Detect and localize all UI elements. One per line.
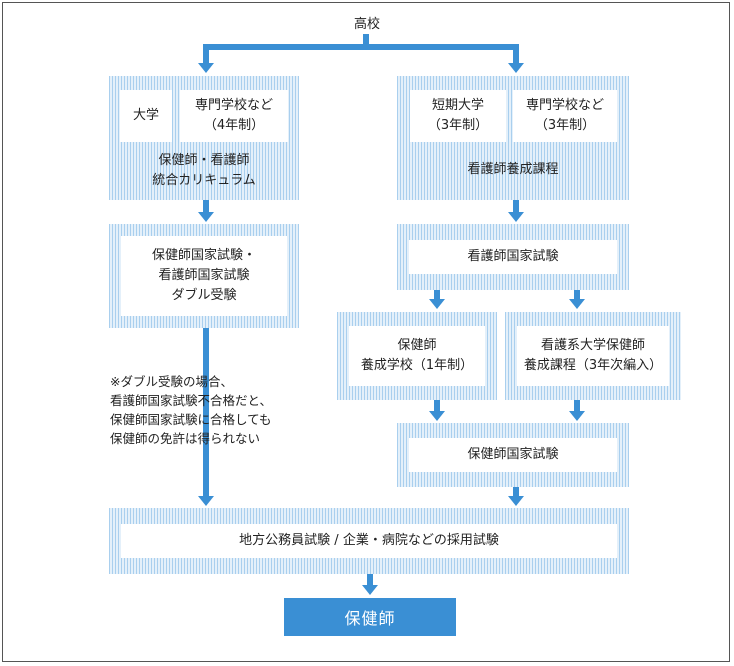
connector-to-result [367,574,373,586]
node-nurse-exam: 看護師国家試験 [409,240,617,274]
label-integrated-curriculum: 保健師・看護師 統合カリキュラム [152,153,256,188]
node-phn-univ: 看護系大学保健師 養成課程（3年次編入） [517,326,669,386]
connector-top-right-down [513,44,519,64]
label-nursing-course: 看護師養成課程 [467,162,559,177]
node-phn-exam: 保健師国家試験 [409,438,617,472]
arrow-to-phn-school [429,299,445,309]
connector-right-2 [513,200,519,212]
node-vocational-4yr: 専門学校など （4年制） [180,90,288,142]
arrow-to-nurse-exam [508,212,524,222]
node-university: 大学 [120,90,172,142]
node-employment-exam: 地方公務員試験 / 企業・病院などの採用試験 [121,524,617,558]
node-double-exam: 保健師国家試験・ 看護師国家試験 ダブル受験 [121,236,287,316]
arrow-to-left-block [198,63,214,73]
node-phn-school: 保健師 養成学校（1年制） [349,326,485,386]
connector-right-to-employment [513,487,519,497]
connector-top-vertical [363,34,369,48]
arrow-univ-to-phn-exam [569,411,585,421]
arrow-left-to-employment [198,496,214,506]
node-high-school: 高校 [353,16,380,32]
arrow-to-right-block [508,63,524,73]
connector-univ-to-phn-exam [574,400,580,412]
connector-school-to-phn-exam [434,400,440,412]
connector-left-long [203,328,209,496]
connector-top-horizontal [203,44,519,50]
arrow-to-phn-univ [569,299,585,309]
arrow-to-double-exam [198,212,214,222]
node-junior-college: 短期大学 （3年制） [410,90,506,142]
node-result-phn: 保健師 [284,598,456,636]
node-vocational-3yr: 専門学校など （3年制） [513,90,617,142]
double-exam-note: ※ダブル受験の場合、 看護師国家試験不合格だと、 保健師国家試験に合格しても 保… [110,374,273,446]
arrow-school-to-phn-exam [429,411,445,421]
connector-nurse-to-univ [574,290,580,300]
connector-top-left-down [203,44,209,64]
arrow-right-to-employment [508,496,524,506]
arrow-to-result [362,585,378,595]
connector-nurse-to-school [434,290,440,300]
connector-left-2 [203,200,209,212]
